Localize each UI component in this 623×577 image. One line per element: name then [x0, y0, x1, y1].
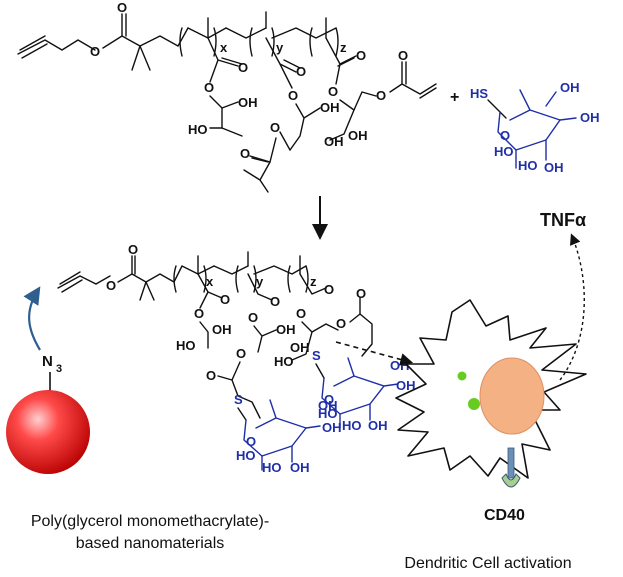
svg-text:O: O — [336, 316, 346, 331]
bottom-z-subscript: z — [310, 274, 317, 289]
tnf-arrow — [559, 233, 585, 381]
bottom-y-subscript: y — [256, 274, 264, 289]
plus-sign: + — [450, 89, 459, 106]
ho-label: HO — [342, 418, 362, 433]
dc-activation-label: Dendritic Cell activation — [404, 555, 571, 572]
svg-text:HO: HO — [494, 144, 514, 159]
top-polymer: O O x y z O O OH HO — [17, 0, 437, 193]
svg-text:OH: OH — [320, 100, 340, 115]
svg-text:O: O — [296, 306, 306, 321]
svg-text:O: O — [240, 146, 250, 161]
svg-text:O: O — [328, 84, 338, 99]
svg-text:HO: HO — [188, 122, 208, 137]
ho-label: HO — [236, 448, 256, 463]
svg-text:O: O — [236, 346, 246, 361]
svg-text:O: O — [90, 44, 100, 59]
cd40-receptor — [507, 447, 515, 479]
svg-text:O: O — [376, 88, 386, 103]
top-mannose: HS O OH OH HO HO OH — [470, 80, 600, 175]
svg-text:OH: OH — [276, 322, 296, 337]
nanomaterials-title-line2: based nanomaterials — [76, 535, 225, 552]
tnf-label: TNFα — [540, 210, 586, 230]
svg-text:O: O — [356, 48, 366, 63]
svg-text:OH: OH — [580, 110, 600, 125]
ho-label: HO — [318, 406, 338, 421]
nanoparticle — [6, 390, 90, 474]
svg-text:OH: OH — [348, 128, 368, 143]
svg-text:O: O — [117, 0, 127, 15]
dendritic-cell — [395, 299, 587, 488]
thioether-s-1: S — [312, 348, 321, 363]
oh-label: OH — [368, 418, 388, 433]
svg-text:OH: OH — [238, 95, 258, 110]
svg-text:O: O — [246, 434, 256, 449]
bottom-mannose-2: O OH OH HO HO OH — [236, 398, 342, 475]
svg-text:O: O — [248, 310, 258, 325]
oh-label: OH — [396, 378, 416, 393]
svg-text:O: O — [296, 64, 306, 79]
thiol-label: HS — [470, 86, 488, 101]
svg-text:O: O — [206, 368, 216, 383]
cd40-ligand — [501, 473, 521, 488]
uptake-arrow — [335, 341, 414, 366]
top-y-subscript: y — [276, 40, 284, 55]
svg-text:O: O — [204, 80, 214, 95]
ho-label: HO — [262, 460, 282, 475]
thioether-s-2: S — [234, 392, 243, 407]
bottom-x-subscript: x — [206, 274, 214, 289]
svg-text:O: O — [194, 306, 204, 321]
svg-text:O: O — [270, 294, 280, 309]
svg-text:O: O — [324, 282, 334, 297]
svg-text:O: O — [238, 60, 248, 75]
cd40-label: CD40 — [484, 507, 525, 524]
vesicle-large — [468, 398, 480, 410]
svg-text:HO: HO — [274, 354, 294, 369]
svg-text:O: O — [220, 292, 230, 307]
top-x-subscript: x — [220, 40, 228, 55]
svg-text:HO: HO — [176, 338, 196, 353]
svg-text:O: O — [324, 392, 334, 407]
oh-label: OH — [322, 420, 342, 435]
svg-text:OH: OH — [212, 322, 232, 337]
bottom-polymer: O O x y z O O OH HO O O OH O O — [57, 242, 373, 419]
top-z-subscript: z — [340, 40, 347, 55]
svg-text:O: O — [500, 128, 510, 143]
svg-text:O: O — [270, 120, 280, 135]
azide-subscript: 3 — [56, 363, 62, 375]
azide-label: N — [42, 353, 53, 370]
oh-label: OH — [318, 398, 338, 413]
svg-text:O: O — [106, 278, 116, 293]
nucleus — [479, 357, 545, 435]
svg-text:OH: OH — [544, 160, 564, 175]
svg-text:OH: OH — [290, 340, 310, 355]
click-arrow — [23, 286, 41, 351]
oh-label: OH — [290, 460, 310, 475]
svg-text:O: O — [356, 286, 366, 301]
svg-text:OH: OH — [324, 134, 344, 149]
svg-text:OH: OH — [560, 80, 580, 95]
svg-text:HO: HO — [518, 158, 538, 173]
svg-text:O: O — [128, 242, 138, 257]
nanomaterials-title-line1: Poly(glycerol monomethacrylate)- — [31, 513, 269, 530]
svg-text:O: O — [398, 48, 408, 63]
vesicle-small — [457, 371, 467, 381]
svg-text:O: O — [288, 88, 298, 103]
